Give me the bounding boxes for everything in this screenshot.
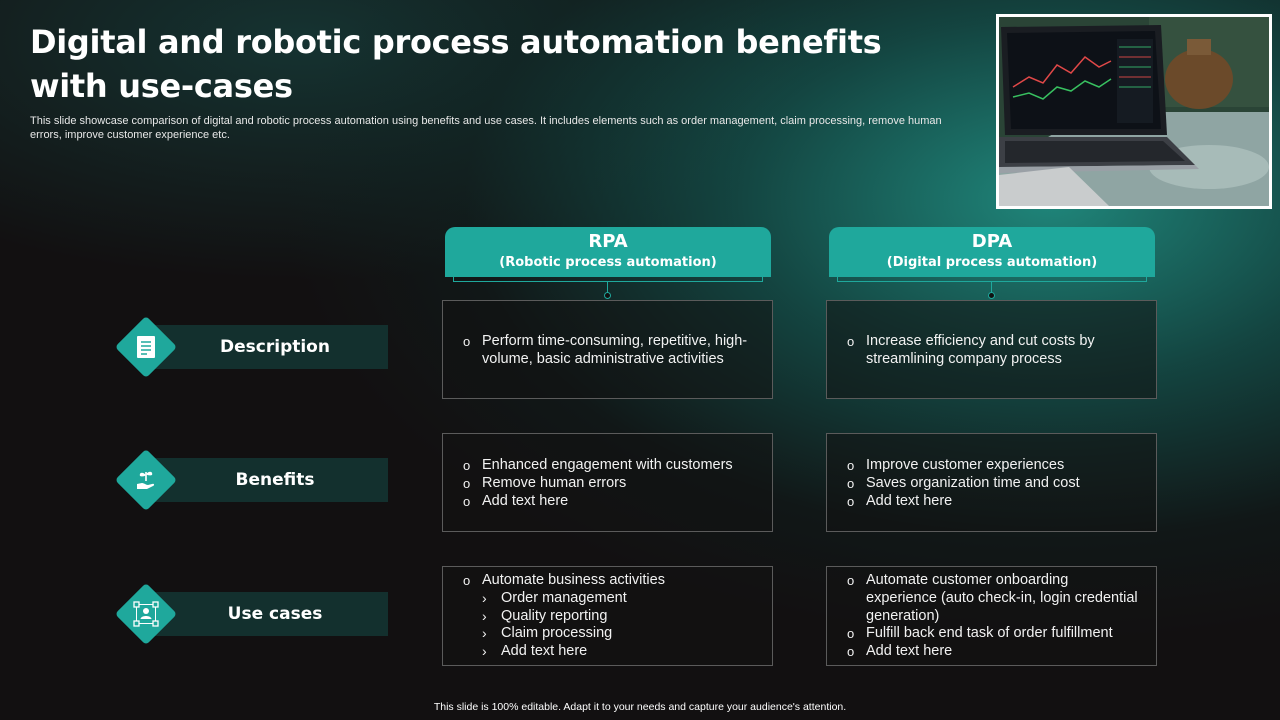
list-item: Improve customer experiences: [847, 457, 1142, 475]
network-user-icon: [130, 598, 162, 630]
row-label-benefits: Benefits: [152, 458, 388, 502]
row-label-usecases: Use cases: [152, 592, 388, 636]
dpa-benefits-cell: Improve customer experiences Saves organ…: [826, 433, 1157, 532]
sub-list-item: Claim processing: [463, 625, 758, 643]
list-item: Automate customer onboarding experience …: [847, 572, 1142, 625]
slide-footer: This slide is 100% editable. Adapt it to…: [433, 701, 847, 713]
rpa-description-list: Perform time-consuming, repetitive, high…: [463, 333, 758, 369]
sub-list-item: Add text here: [463, 643, 758, 661]
list-item: Perform time-consuming, repetitive, high…: [463, 333, 758, 369]
dpa-description-list: Increase efficiency and cut costs by str…: [847, 333, 1142, 369]
slide-title: Digital and robotic process automation b…: [30, 23, 882, 105]
rpa-description-cell: Perform time-consuming, repetitive, high…: [442, 300, 773, 399]
list-item: Add text here: [463, 493, 758, 511]
dpa-description-cell: Increase efficiency and cut costs by str…: [826, 300, 1157, 399]
rpa-header-abbr: RPA: [588, 231, 628, 252]
rpa-usecases-cell: Automate business activities Order manag…: [442, 566, 773, 666]
dpa-usecases-list: Automate customer onboarding experience …: [847, 572, 1142, 661]
dpa-connector-dot: [988, 292, 995, 299]
row-label-description: Description: [152, 325, 388, 369]
hand-plant-icon: [130, 464, 162, 496]
rpa-benefits-cell: Enhanced engagement with customers Remov…: [442, 433, 773, 532]
dpa-header-abbr: DPA: [971, 231, 1013, 252]
rpa-header: RPA (Robotic process automation): [445, 227, 771, 277]
list-item: Add text here: [847, 643, 1142, 661]
laptop-photo: [996, 14, 1272, 209]
sub-list-item: Order management: [463, 590, 758, 608]
list-item: Increase efficiency and cut costs by str…: [847, 333, 1142, 369]
rpa-usecases-list: Automate business activities Order manag…: [463, 572, 758, 661]
rpa-connector-dot: [604, 292, 611, 299]
list-item: Remove human errors: [463, 475, 758, 493]
dpa-usecases-cell: Automate customer onboarding experience …: [826, 566, 1157, 666]
dpa-header-underline: [837, 277, 1147, 282]
rpa-benefits-list: Enhanced engagement with customers Remov…: [463, 457, 758, 510]
dpa-header-full: (Digital process automation): [886, 255, 1098, 270]
list-item: Automate business activities: [463, 572, 758, 590]
dpa-header: DPA (Digital process automation): [829, 227, 1155, 277]
list-item: Add text here: [847, 493, 1142, 511]
dpa-benefits-list: Improve customer experiences Saves organ…: [847, 457, 1142, 510]
rpa-connector: [607, 282, 608, 294]
dpa-connector: [991, 282, 992, 294]
sub-list-item: Quality reporting: [463, 608, 758, 626]
rpa-header-full: (Robotic process automation): [499, 255, 717, 270]
row-label-description-text: Description: [220, 337, 330, 357]
list-item: Fulfill back end task of order fulfillme…: [847, 625, 1142, 643]
row-label-benefits-text: Benefits: [235, 470, 315, 490]
row-label-usecases-text: Use cases: [227, 604, 323, 624]
list-item: Enhanced engagement with customers: [463, 457, 758, 475]
rpa-header-underline: [453, 277, 763, 282]
slide-subtitle: This slide showcase comparison of digita…: [30, 115, 942, 141]
list-item: Saves organization time and cost: [847, 475, 1142, 493]
document-icon: [130, 331, 162, 363]
